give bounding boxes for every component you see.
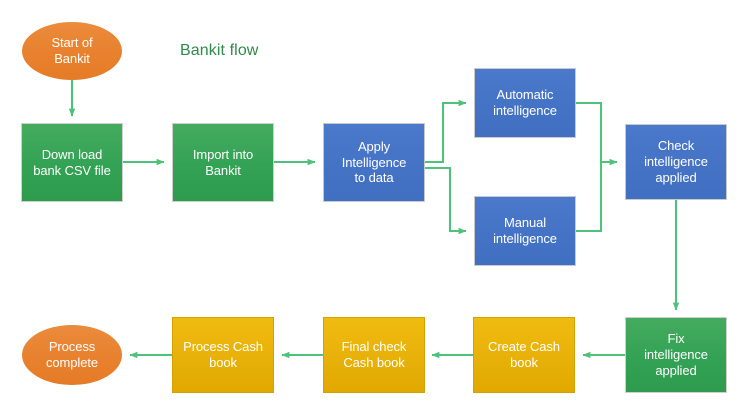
node-label: Manual intelligence — [479, 215, 571, 247]
node-label-line: Manual — [503, 215, 547, 231]
node-label: Automatic intelligence — [479, 87, 571, 119]
node-label-line: Process Cash — [183, 339, 263, 355]
node-label-line: bank CSV file — [33, 162, 111, 178]
edge-apply-to-manual — [425, 166, 467, 235]
node-label-line: Process — [48, 339, 96, 355]
node-label-line: Automatic — [496, 87, 554, 103]
node-label: Process complete — [26, 339, 118, 371]
node-label-line: Cash book — [343, 355, 405, 370]
edge-manual-to-check — [576, 162, 603, 233]
node-label: Import into Bankit — [177, 147, 269, 179]
node-label-line: complete — [46, 355, 98, 370]
node-label: Final check Cash book — [328, 339, 420, 371]
node-label: Process Cash book — [177, 339, 269, 371]
node-label: Down load bank CSV file — [26, 147, 118, 179]
node-label-line: Down load — [41, 146, 103, 162]
node-label-line: book — [510, 355, 538, 370]
node-label-line: Final check — [341, 339, 407, 355]
node-label: Fix intelligence applied — [630, 331, 722, 379]
node-final-check-cash-book[interactable]: Final check Cash book — [323, 317, 425, 393]
node-label-line: intelligence — [493, 103, 557, 118]
node-import-into-bankit[interactable]: Import into Bankit — [172, 123, 274, 202]
node-manual-intelligence[interactable]: Manual intelligence — [474, 196, 576, 266]
node-label-line: Bankit — [54, 51, 90, 66]
node-label-line: intelligence — [644, 154, 708, 170]
node-label-line: Bankit — [205, 162, 241, 178]
node-label-line: Fix — [667, 331, 685, 347]
node-fix-intelligence-applied[interactable]: Fix intelligence applied — [625, 317, 727, 393]
node-process-cash-book[interactable]: Process Cash book — [172, 317, 274, 393]
node-label-line: book — [209, 355, 237, 370]
node-process-complete[interactable]: Process complete — [22, 325, 122, 385]
node-label: Start of Bankit — [26, 35, 118, 67]
node-automatic-intelligence[interactable]: Automatic intelligence — [474, 68, 576, 138]
node-label: Create Cash book — [478, 339, 570, 371]
node-label-line: Import into — [192, 146, 254, 162]
node-label-line: to data — [354, 170, 394, 186]
node-down-load-bank-csv-file[interactable]: Down load bank CSV file — [21, 123, 123, 202]
node-apply-intelligence-to-data[interactable]: Apply Intelligence to data — [323, 123, 425, 202]
edge-automatic-to-check — [576, 101, 618, 166]
node-label-line: Create Cash — [488, 339, 560, 355]
node-label-line: applied — [655, 169, 697, 185]
node-start-of-bankit[interactable]: Start of Bankit — [22, 22, 122, 80]
edge-apply-to-automatic — [425, 99, 467, 164]
node-label-line: Check — [657, 138, 695, 154]
node-label-line: intelligence — [493, 231, 557, 246]
node-label-line: applied — [655, 362, 697, 378]
node-label: Apply Intelligence to data — [328, 139, 420, 187]
node-label: Check intelligence applied — [630, 138, 722, 186]
node-create-cash-book[interactable]: Create Cash book — [473, 317, 575, 393]
page-title: Bankit flow — [180, 42, 259, 59]
node-label-line: Start of — [51, 35, 93, 51]
node-label-line: Apply — [357, 138, 391, 154]
node-label-line: intelligence — [644, 347, 708, 363]
node-label-line: Intelligence — [341, 154, 407, 170]
node-check-intelligence-applied[interactable]: Check intelligence applied — [625, 124, 727, 200]
